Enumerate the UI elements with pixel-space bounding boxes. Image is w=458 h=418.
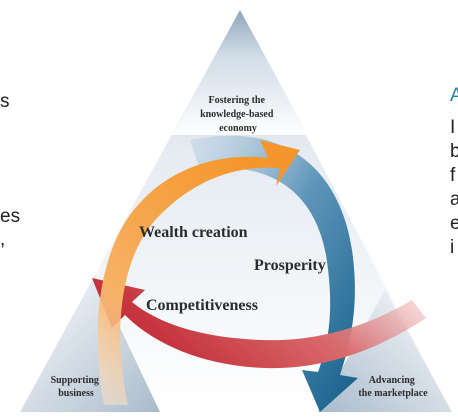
right-text-fragment: a — [450, 189, 458, 210]
competitiveness-arrow — [92, 278, 426, 369]
wealth-creation-arrow — [97, 140, 300, 405]
arrow-label-wealth-creation: Wealth creation — [139, 224, 248, 241]
right-heading-fragment: A — [450, 85, 458, 106]
right-text-fragment: i — [450, 237, 455, 258]
arrow-label-competitiveness: Competitiveness — [146, 297, 258, 314]
corner-label-top-line: knowledge-based — [200, 109, 274, 120]
corner-label-left-line: Supporting — [51, 375, 99, 386]
left-text-fragment: es — [0, 206, 21, 227]
right-text-fragment: b — [450, 141, 458, 162]
right-text-fragment: I — [450, 117, 456, 138]
corner-label-left: Supporting business — [51, 375, 102, 399]
prosperity-arrow — [190, 135, 358, 412]
left-text-fragment: , — [0, 229, 6, 250]
corner-label-top-line: economy — [219, 123, 257, 134]
corner-label-right-line: Advancing — [369, 375, 415, 386]
right-text-fragment: f — [450, 165, 456, 186]
corner-label-top-line: Fostering the — [209, 95, 266, 106]
corner-label-left-line: business — [58, 388, 94, 399]
right-text-fragment: e — [450, 213, 458, 234]
left-text-fragment: s — [0, 91, 10, 112]
corner-label-top: Fostering the knowledge-based economy — [200, 95, 276, 134]
corner-label-right: Advancing the marketplace — [358, 375, 428, 399]
arrow-label-prosperity: Prosperity — [254, 257, 326, 274]
corner-label-right-line: the marketplace — [358, 388, 428, 399]
